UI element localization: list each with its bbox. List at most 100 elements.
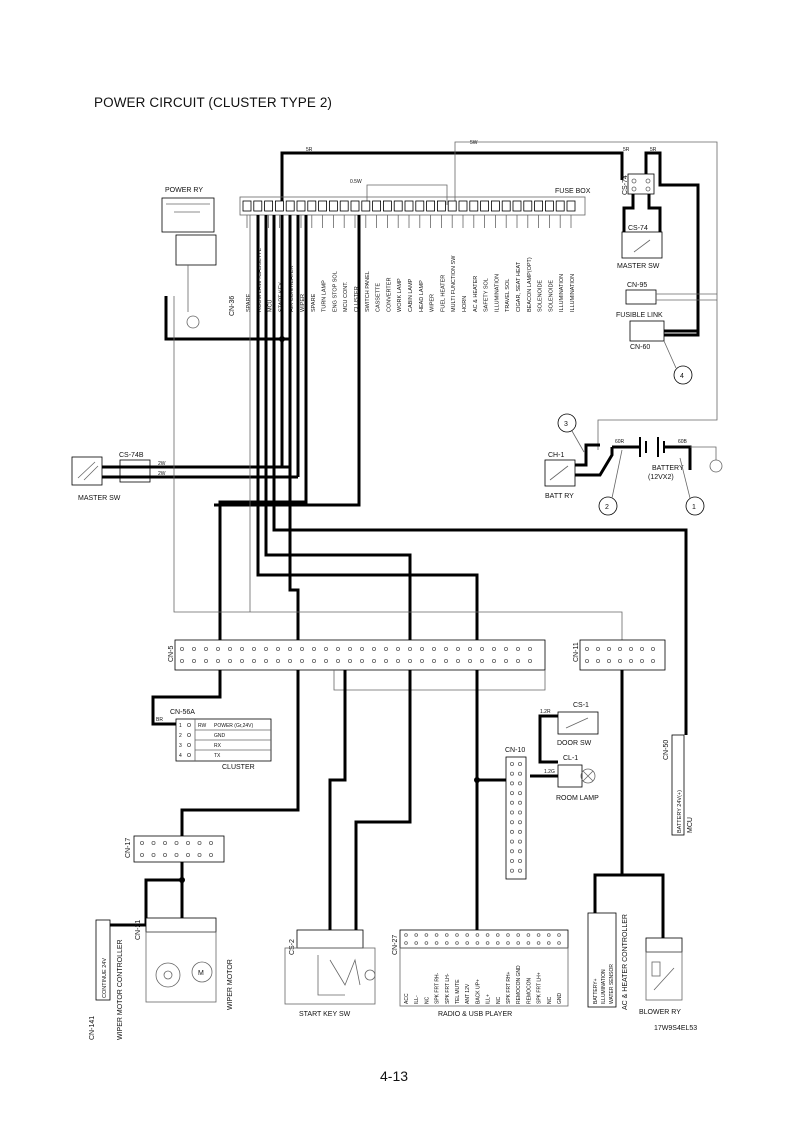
cn10-label: CN-10: [505, 747, 525, 754]
fuse-cell: [458, 200, 468, 212]
battery-spec: (12VX2): [648, 474, 674, 481]
cs74-top-label: CS-74: [622, 175, 629, 195]
battery-label: BATTERY: [652, 465, 684, 472]
cn5-pin: [299, 659, 304, 664]
fuse-label: SOLENOIDE: [538, 280, 544, 312]
fuse-label: CONVERTER: [386, 278, 392, 312]
cn5-connector: CN-5: [168, 639, 546, 671]
cn5-pin: [479, 659, 484, 664]
cn17-pin: [151, 853, 156, 858]
fuse-label: CLUSTER: [354, 286, 360, 312]
cn11-pin: [629, 659, 634, 664]
fuse-label: ILLUMINATION: [494, 274, 500, 312]
wire-v8: [214, 215, 361, 507]
wiper-motor-label: WIPER MOTOR: [227, 959, 234, 1010]
radio-pin-label: BACK UP+: [475, 979, 481, 1004]
cn5-pin: [323, 659, 328, 664]
cn11-pin: [629, 647, 634, 652]
wire-v3: [256, 215, 479, 640]
cn10-pin: [509, 849, 514, 854]
radio-connector-pin: [414, 941, 419, 945]
cluster-label: CLUSTER: [222, 764, 255, 771]
wire-5w-top: [454, 141, 718, 450]
wiper-controller-label: WIPER MOTOR CONTROLLER: [117, 939, 124, 1040]
wire-v6: [288, 215, 300, 640]
wire-cn5-cn17: [180, 670, 300, 838]
fuse-label: FUEL HEATER: [440, 275, 446, 312]
cn5-pin: [419, 647, 424, 652]
wire-5r-top: [280, 151, 624, 205]
marker-1: 1: [679, 457, 705, 516]
cn17-pin: [185, 853, 190, 858]
cluster-pin-label: GND: [214, 733, 226, 739]
radio-pin-label: ILL+: [486, 994, 492, 1004]
cn5-pin: [311, 647, 316, 652]
wire-cn11-ac: [593, 670, 624, 913]
fuse-cell: [285, 200, 295, 212]
cn5-pin: [239, 647, 244, 652]
cs1-label: CS-1: [573, 702, 589, 709]
radio-connector-pin: [424, 933, 429, 937]
marker-4: 4: [663, 340, 693, 385]
cn5-pin: [431, 647, 436, 652]
batt-ry-label: BATT RY: [545, 493, 574, 500]
cn5-pin: [383, 647, 388, 652]
radio-connector-pin: [526, 941, 531, 945]
cn10-pin: [518, 859, 523, 864]
fuse-cell: [339, 200, 349, 212]
wire-code-05w: 0.5W: [350, 179, 362, 185]
cn5-pin: [191, 659, 196, 664]
radio-connector-pin: [546, 941, 551, 945]
fuse-cell: [512, 200, 522, 212]
cn10-pin: [518, 791, 523, 796]
cn5-pin: [467, 647, 472, 652]
radio-pin-label: NC: [496, 996, 502, 1004]
radio-connector-pin: [506, 941, 510, 945]
cn10-pin: [509, 791, 514, 796]
fuse-label: CABIN LAMP: [408, 278, 414, 312]
cn5-pin: [299, 647, 304, 652]
wire-code-12r: 1.2R: [540, 709, 551, 715]
fuse-cell: [490, 200, 500, 212]
wire-code-5r-right2: 5R: [650, 147, 657, 153]
fuse-label: MCU: [268, 299, 274, 312]
fuse-label: WIPER: [300, 294, 306, 312]
wire-code-12g: 1.2G: [544, 769, 555, 775]
cn5-pin: [191, 647, 196, 652]
room-lamp-label: ROOM LAMP: [556, 795, 599, 802]
cs2-label: CS-2: [289, 939, 296, 955]
cn11-label: CN-11: [573, 642, 580, 662]
cn5-pin: [359, 659, 364, 664]
radio-connector-pin: [455, 933, 459, 937]
master-switch-right: CS-74 CS-74 MASTER SW: [617, 173, 663, 270]
fuse-label: MCU CONT.: [343, 281, 349, 312]
cluster-pin: [186, 743, 191, 748]
cn17-pin: [197, 841, 202, 846]
wire-cn5-startkey-b: [328, 670, 347, 930]
fuse-cell: [307, 200, 317, 212]
cn17-pin: [139, 853, 144, 858]
cn5-pin: [528, 659, 533, 664]
radio-connector-pin: [516, 941, 520, 945]
wire-v5: [272, 215, 688, 735]
cn5-pin: [443, 659, 448, 664]
fuse-label: ROOM LAMP/CASSETTE: [257, 247, 263, 312]
fuse-label: WIPER: [430, 294, 436, 312]
power-ry-label: POWER RY: [165, 187, 203, 194]
radio-connector-pin: [434, 933, 439, 937]
radio-connector-pin: [536, 941, 541, 945]
radio-connector-pin: [506, 933, 510, 937]
fuse-cell: [372, 200, 382, 212]
svg-text:2: 2: [605, 504, 609, 511]
cn5-pin: [227, 647, 232, 652]
fuse-cell: [555, 200, 565, 212]
fuse-label: ILLUMINATION: [559, 274, 565, 312]
fusible-link-label: FUSIBLE LINK: [616, 312, 663, 319]
start-key-sw-label: START KEY SW: [299, 1011, 351, 1018]
cluster-pin-label: POWER (Gr,24V): [214, 723, 254, 729]
battery: BATTERY (12VX2) 60R 60B: [612, 437, 723, 481]
